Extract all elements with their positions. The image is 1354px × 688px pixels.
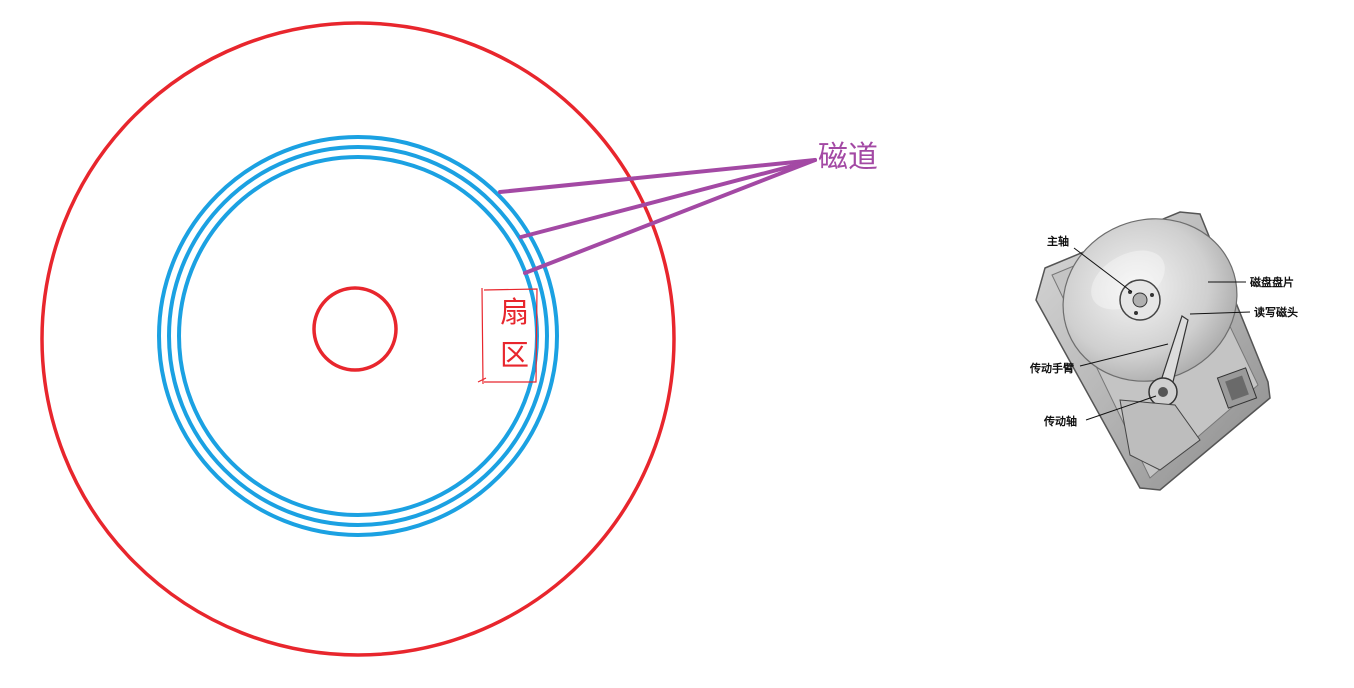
track-pointer-line-1 xyxy=(498,158,817,194)
leader-arm xyxy=(1079,343,1169,367)
sector-label-char-2: 区 xyxy=(500,338,529,372)
hdd-actuator-pivot-center xyxy=(1158,387,1168,397)
track-ring-middle xyxy=(167,145,549,527)
hdd-label-head: 读写磁头 xyxy=(1254,305,1298,319)
hdd-connector-pins xyxy=(1225,375,1249,401)
platter-outer-edge xyxy=(40,21,676,657)
hdd-spindle-screw-2 xyxy=(1150,293,1154,297)
hdd-voice-coil xyxy=(1119,399,1201,471)
hdd-label-spindle: 主轴 xyxy=(1047,234,1069,248)
track-label: 磁道 xyxy=(818,140,878,175)
track-pointer-line-3 xyxy=(523,158,817,275)
sector-box xyxy=(477,287,538,385)
hdd-label-platter: 磁盘盘片 xyxy=(1250,275,1294,289)
hdd-label-actuator-axis: 传动轴 xyxy=(1043,414,1077,428)
track-pointer-line-2 xyxy=(519,158,817,239)
hdd-label-actuator-arm: 传动手臂 xyxy=(1029,361,1074,375)
hdd-photo: 主轴 磁盘盘片 读写磁头 传动手臂 传动轴 xyxy=(1029,211,1298,491)
leader-spindle xyxy=(1073,247,1133,293)
track-ring-outer xyxy=(157,135,559,537)
hdd-spindle-screw-3 xyxy=(1134,311,1138,315)
spindle-hole xyxy=(312,286,398,372)
platter-diagram: 磁道 扇 区 xyxy=(40,21,878,657)
leader-axis xyxy=(1085,395,1157,421)
track-ring-inner xyxy=(177,155,539,517)
hdd-spindle-center xyxy=(1132,292,1148,308)
leader-head xyxy=(1189,311,1251,315)
sector-label-char-1: 扇 xyxy=(500,295,529,329)
